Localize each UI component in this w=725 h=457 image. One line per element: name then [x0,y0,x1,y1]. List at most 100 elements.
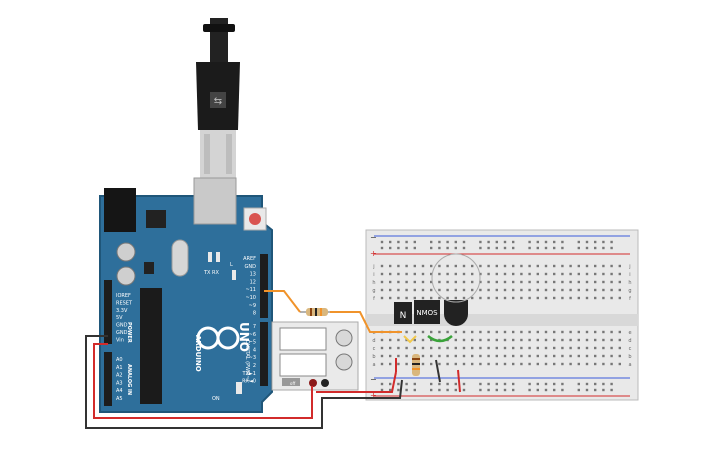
relay-terminal[interactable] [321,379,329,387]
rail-hole[interactable] [495,246,498,250]
breadboard-hole[interactable] [446,288,449,292]
rail-hole[interactable] [487,240,490,244]
breadboard-hole[interactable] [553,288,556,292]
breadboard-hole[interactable] [544,288,548,292]
rail-hole[interactable] [405,382,408,386]
breadboard-hole[interactable] [561,346,564,350]
rail-hole[interactable] [430,240,433,244]
rail-hole[interactable] [577,246,580,250]
breadboard-hole[interactable] [610,296,613,300]
breadboard-hole[interactable] [602,354,605,358]
wire-red[interactable] [316,371,397,393]
breadboard-hole[interactable] [503,296,507,300]
breadboard-hole[interactable] [446,296,449,300]
breadboard-hole[interactable] [503,272,507,276]
breadboard-hole[interactable] [569,338,572,342]
breadboard-hole[interactable] [553,346,556,350]
breadboard-hole[interactable] [553,264,556,268]
rail-hole[interactable] [561,388,564,392]
rail-hole[interactable] [405,246,408,250]
breadboard-hole[interactable] [471,280,474,284]
breadboard-hole[interactable] [577,272,580,276]
breadboard-hole[interactable] [389,296,392,300]
breadboard-hole[interactable] [569,330,572,334]
breadboard-hole[interactable] [585,280,589,284]
breadboard-hole[interactable] [536,280,539,284]
rail-hole[interactable] [405,240,408,244]
breadboard-hole[interactable] [471,288,474,292]
breadboard-hole[interactable] [389,346,392,350]
breadboard-hole[interactable] [454,330,457,334]
resistor-arduino[interactable] [300,308,330,316]
breadboard-hole[interactable] [430,330,433,334]
breadboard-hole[interactable] [585,296,589,300]
breadboard-hole[interactable] [405,362,408,366]
breadboard-hole[interactable] [553,354,556,358]
breadboard-hole[interactable] [430,354,433,358]
breadboard-hole[interactable] [536,264,539,268]
breadboard-hole[interactable] [495,288,498,292]
breadboard-hole[interactable] [454,362,457,366]
rail-hole[interactable] [446,388,449,392]
breadboard-hole[interactable] [389,362,392,366]
breadboard-hole[interactable] [389,280,392,284]
arduino-uno-board[interactable]: ARDUINO UNO DIGITAL (PWM~) ANALOG IN POW… [99,177,273,413]
breadboard-hole[interactable] [479,354,482,358]
breadboard-hole[interactable] [471,264,474,268]
breadboard-hole[interactable] [577,288,580,292]
breadboard-hole[interactable] [544,362,548,366]
breadboard-hole[interactable] [471,338,474,342]
breadboard-hole[interactable] [528,354,531,358]
breadboard-hole[interactable] [602,288,605,292]
breadboard-hole[interactable] [462,330,466,334]
rail-hole[interactable] [438,246,441,250]
breadboard-hole[interactable] [438,264,441,268]
rail-hole[interactable] [553,240,556,244]
breadboard-hole[interactable] [487,330,490,334]
rail-hole[interactable] [585,246,589,250]
rail-hole[interactable] [446,240,449,244]
resistor-vertical[interactable] [412,354,420,376]
breadboard-hole[interactable] [421,362,425,366]
breadboard-hole[interactable] [446,346,449,350]
breadboard-hole[interactable] [618,354,621,358]
breadboard-hole[interactable] [536,346,539,350]
breadboard-hole[interactable] [610,330,613,334]
rail-hole[interactable] [462,388,466,392]
breadboard-hole[interactable] [487,354,490,358]
breadboard-hole[interactable] [520,346,523,350]
breadboard-hole[interactable] [585,346,589,350]
breadboard-hole[interactable] [512,296,515,300]
breadboard-hole[interactable] [553,330,556,334]
rail-hole[interactable] [495,388,498,392]
rail-hole[interactable] [479,382,482,386]
rail-hole[interactable] [602,246,605,250]
breadboard-hole[interactable] [553,296,556,300]
breadboard-hole[interactable] [536,330,539,334]
rail-hole[interactable] [380,388,384,392]
breadboard-hole[interactable] [618,346,621,350]
breadboard-hole[interactable] [520,288,523,292]
breadboard-hole[interactable] [462,264,466,268]
rail-hole[interactable] [487,246,490,250]
pnp-transistor[interactable] [444,300,468,326]
breadboard-hole[interactable] [462,338,466,342]
breadboard-hole[interactable] [503,362,507,366]
rail-hole[interactable] [553,382,556,386]
breadboard-hole[interactable] [389,354,392,358]
breadboard-hole[interactable] [594,346,597,350]
rail-hole[interactable] [397,382,400,386]
rail-hole[interactable] [536,382,539,386]
breadboard-hole[interactable] [585,338,589,342]
breadboard-hole[interactable] [495,346,498,350]
breadboard-hole[interactable] [503,338,507,342]
breadboard-hole[interactable] [421,280,425,284]
breadboard-hole[interactable] [577,296,580,300]
rail-hole[interactable] [512,388,515,392]
breadboard-hole[interactable] [553,280,556,284]
breadboard-hole[interactable] [618,264,621,268]
breadboard-hole[interactable] [479,288,482,292]
breadboard-hole[interactable] [544,272,548,276]
breadboard-hole[interactable] [413,280,416,284]
rail-hole[interactable] [397,388,400,392]
